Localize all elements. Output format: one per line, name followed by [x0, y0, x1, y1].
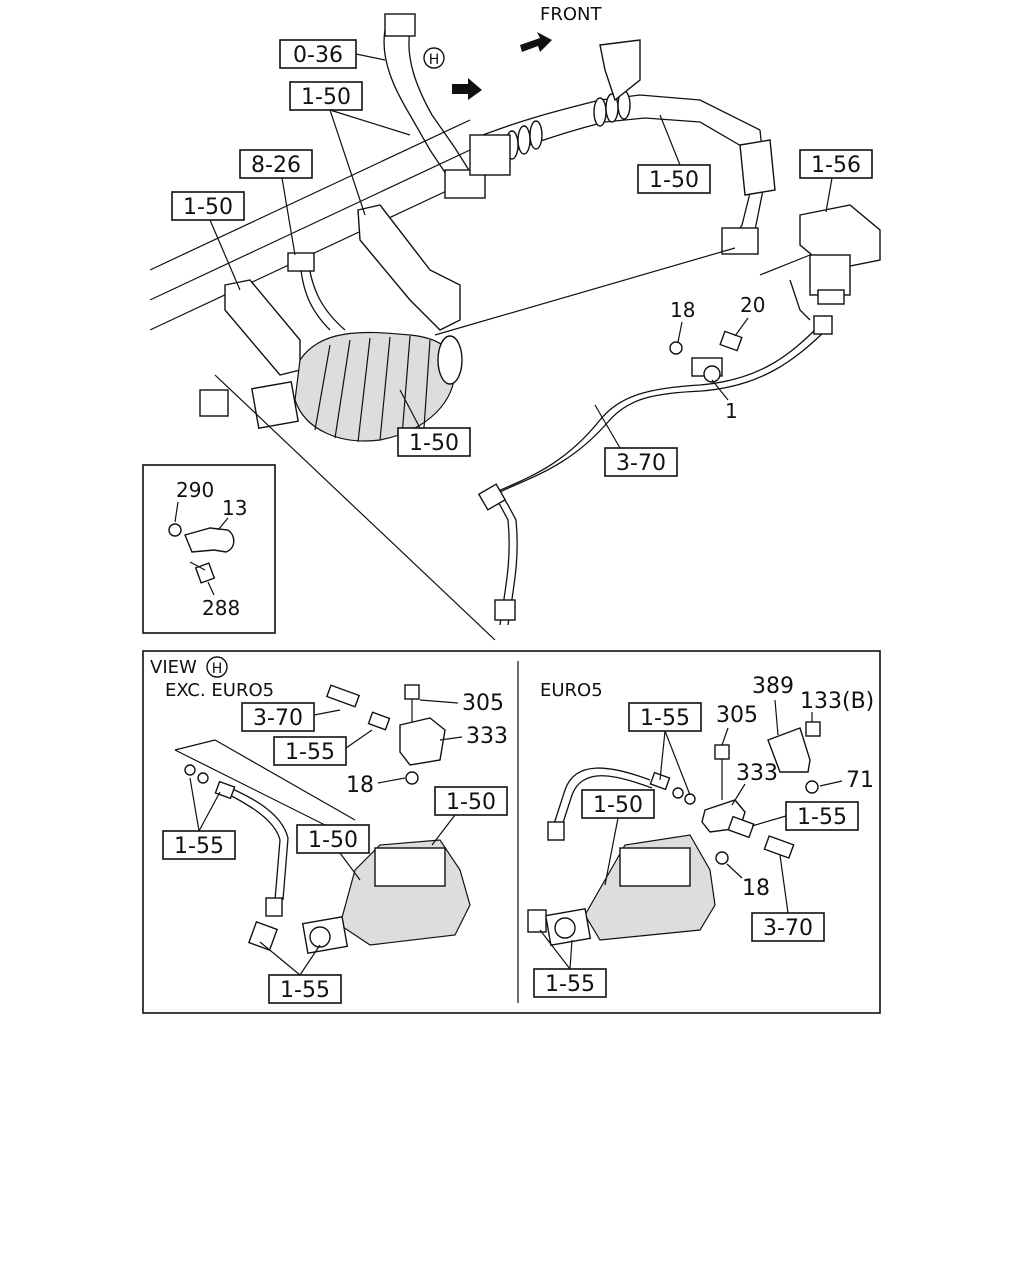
svg-text:1-55: 1-55: [640, 706, 690, 731]
part-305-right: 305: [716, 703, 758, 728]
flange-top: [384, 13, 416, 37]
svg-text:1-50: 1-50: [593, 793, 643, 818]
svg-text:1-50: 1-50: [409, 431, 459, 456]
svg-text:1-50: 1-50: [649, 168, 699, 193]
part-18-right: 18: [742, 876, 770, 901]
svg-text:1-55: 1-55: [174, 834, 224, 859]
tube-clip: [669, 330, 743, 383]
part-20: 20: [740, 293, 765, 317]
tube-fitting-top: [813, 315, 833, 335]
front-label: FRONT: [540, 4, 602, 25]
ref-box-1-50-top[interactable]: 1-50: [289, 81, 411, 216]
ref-box-1-56[interactable]: 1-56: [799, 149, 873, 213]
ref-box-1-50-right[interactable]: 1-50: [581, 789, 655, 886]
svg-text:3-70: 3-70: [616, 451, 666, 476]
svg-text:1-55: 1-55: [797, 805, 847, 830]
exc-euro5-label: EXC. EURO5: [165, 680, 274, 701]
bracket-upper: [357, 204, 461, 331]
catalytic-converter: [199, 331, 463, 443]
part-18: 18: [670, 298, 695, 322]
tube-fitting-bottom: [494, 599, 516, 621]
ref-box-1-50-left-b[interactable]: 1-50: [296, 824, 370, 881]
ref-box-3-70[interactable]: 3-70: [594, 404, 678, 477]
svg-text:1-50: 1-50: [446, 790, 496, 815]
part-1: 1: [725, 399, 738, 423]
main-assembly: [149, 13, 881, 641]
part-389: 389: [752, 674, 794, 699]
view-h-direction-arrow: [452, 78, 482, 100]
view-title: VIEW: [150, 657, 197, 678]
view-right-euro5: EURO5 1-55 1-50: [527, 674, 874, 998]
bracket-lower: [224, 279, 301, 376]
view-h-panel: VIEW H: [142, 650, 881, 1014]
ref-box-1-50-left[interactable]: 1-50: [171, 191, 245, 291]
ref-box-1-55-left-upper[interactable]: 1-55: [273, 729, 373, 766]
svg-text:H: H: [429, 52, 440, 68]
svg-text:1-56: 1-56: [811, 153, 861, 178]
euro5-label: EURO5: [540, 680, 603, 701]
ref-box-1-55-left-bottom[interactable]: 1-55: [259, 941, 342, 1004]
pipe-clamp: [739, 139, 776, 196]
connector-826: [287, 252, 315, 272]
ref-box-1-55-right-mid[interactable]: 1-55: [751, 801, 859, 831]
part-305-left: 305: [462, 691, 504, 716]
part-133b: 133(B): [800, 689, 874, 714]
ref-box-1-50-left-a[interactable]: 1-50: [431, 786, 508, 846]
ref-box-3-70-left[interactable]: 3-70: [241, 702, 341, 732]
svg-text:0-36: 0-36: [293, 43, 343, 68]
svg-text:1-50: 1-50: [308, 828, 358, 853]
svg-text:1-55: 1-55: [545, 972, 595, 997]
svg-text:1-55: 1-55: [280, 978, 330, 1003]
valve-assembly: [759, 204, 881, 321]
ref-box-1-50-right[interactable]: 1-50: [637, 114, 711, 194]
svg-text:H: H: [212, 661, 223, 677]
svg-text:1-55: 1-55: [285, 740, 335, 765]
part-333-right: 333: [736, 761, 778, 786]
svg-text:3-70: 3-70: [253, 706, 303, 731]
part-288: 288: [202, 596, 240, 620]
part-290: 290: [176, 478, 214, 502]
front-arrow: FRONT: [520, 4, 602, 52]
inset-detail: 290 13 288: [142, 464, 276, 634]
svg-text:1-50: 1-50: [183, 195, 233, 220]
hanger-bracket: [599, 39, 641, 102]
tube-fitting-elbow: [477, 483, 507, 511]
flange-mid: [469, 134, 511, 176]
ref-box-1-55-right-bottom[interactable]: 1-55: [533, 929, 607, 998]
part-333-left: 333: [466, 724, 508, 749]
ref-box-1-50-bottom[interactable]: 1-50: [397, 389, 471, 457]
view-left-exc-euro5: EXC. EURO5 3-70 1-55: [162, 680, 508, 1004]
view-marker-h: H: [423, 47, 445, 69]
svg-text:1-50: 1-50: [301, 85, 351, 110]
part-13: 13: [222, 496, 247, 520]
ref-box-1-55-left-mid[interactable]: 1-55: [162, 777, 236, 860]
part-18-left: 18: [346, 773, 374, 798]
flex-bellows: [493, 90, 631, 165]
ref-box-3-70-right[interactable]: 3-70: [751, 854, 825, 942]
ref-box-8-26[interactable]: 8-26: [239, 149, 313, 256]
ref-box-1-55-right-upper[interactable]: 1-55: [628, 702, 702, 796]
svg-text:3-70: 3-70: [763, 916, 813, 941]
part-71: 71: [846, 768, 874, 793]
svg-text:8-26: 8-26: [251, 153, 301, 178]
ref-box-0-36[interactable]: 0-36: [279, 39, 386, 69]
